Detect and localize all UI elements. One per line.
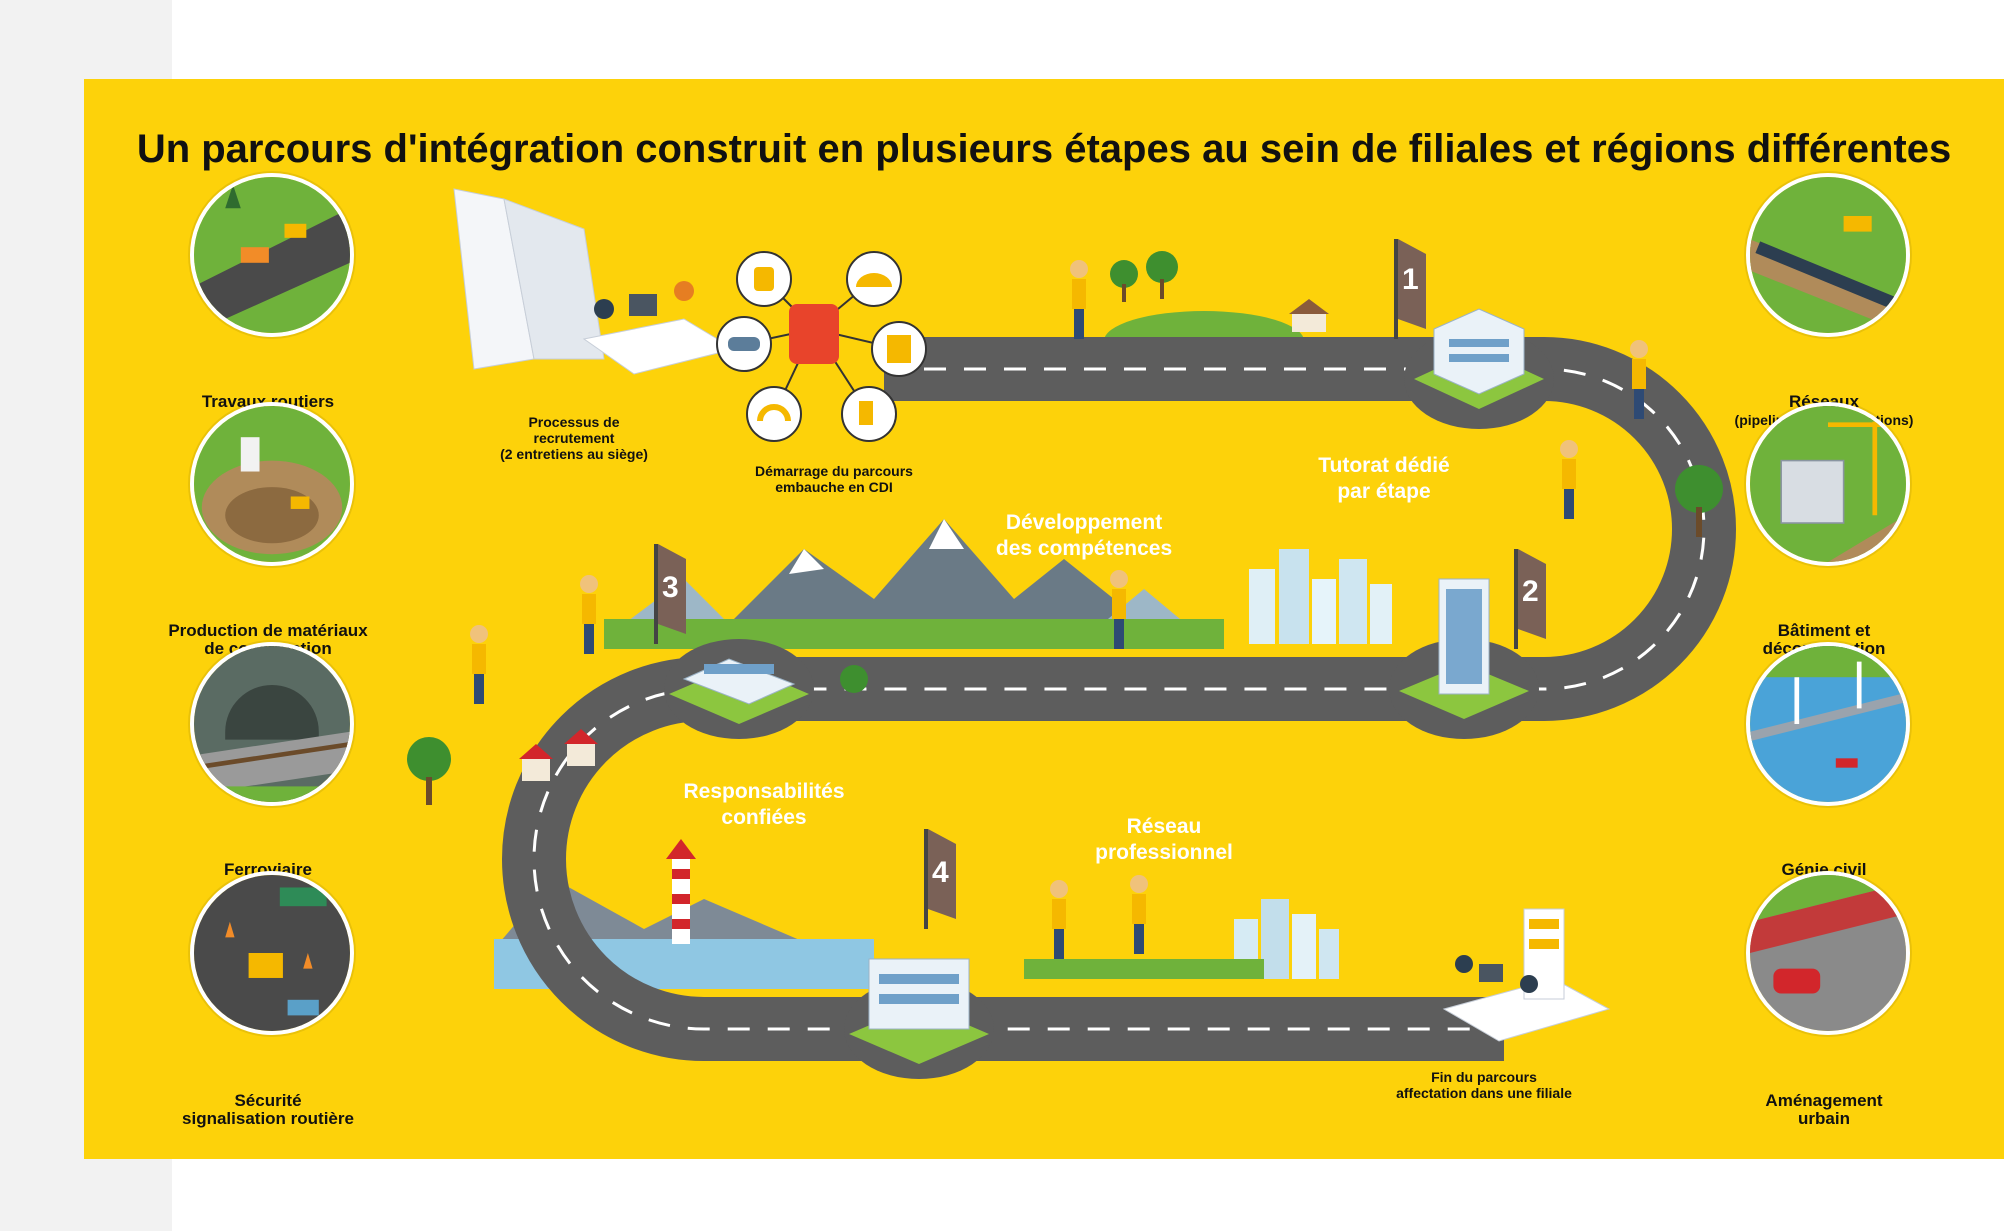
- hq-tower-icon: [453, 188, 605, 370]
- urban-label: Aménagement urbain: [1765, 1091, 1883, 1128]
- end-step-label: Fin du parcours affectation dans une fil…: [1396, 1069, 1572, 1101]
- quarry-circle: [190, 402, 354, 566]
- flag-1-icon: 1: [1394, 239, 1426, 339]
- responsabilites-theme-label: Responsabilités confiées: [683, 780, 845, 829]
- flag-3-icon: 3: [654, 544, 686, 644]
- ear-protection-icon: [746, 386, 802, 442]
- urban-circle: [1746, 871, 1910, 1035]
- bridge-circle: [1746, 642, 1910, 806]
- stop-2-building: [1389, 578, 1539, 739]
- road-works-icon: [194, 177, 350, 333]
- journey-road-map: 1 2 3 4: [407, 188, 1736, 1079]
- stop-3-building: [664, 639, 814, 739]
- trees-decoration: [407, 465, 1723, 805]
- road-signage-icon: [194, 875, 350, 1031]
- houses-decoration: [519, 729, 598, 781]
- pipeline-icon: [1750, 177, 1906, 333]
- page-title: Un parcours d'intégration construit en p…: [136, 127, 1952, 171]
- flag-4-icon: 4: [924, 829, 956, 929]
- infographic-panel: Un parcours d'intégration construit en p…: [84, 79, 2004, 1159]
- quarry-icon: [194, 406, 350, 562]
- road-works-circle: [190, 173, 354, 337]
- start-step-label: Démarrage du parcours embauche en CDI: [755, 463, 913, 495]
- reseau-theme-label: Réseau professionnel: [1095, 815, 1233, 864]
- pipeline-circle: [1746, 173, 1910, 337]
- urban-street-icon: [1750, 875, 1906, 1031]
- flag-2-icon: 2: [1514, 549, 1546, 649]
- road-works-label: Travaux routiers: [201, 392, 335, 411]
- recruitment-desk-icon: [582, 281, 736, 375]
- building-circle: [1746, 402, 1910, 566]
- road-signage-label: Sécurité signalisation routière: [182, 1091, 354, 1128]
- railway-tunnel-icon: [194, 646, 350, 802]
- recruitment-step-label: Processus de recrutement (2 entretiens a…: [500, 414, 648, 462]
- city-skyline-bottom: [1024, 899, 1339, 979]
- walking-people: [470, 260, 1648, 959]
- stop-4-building: [844, 958, 994, 1079]
- safety-kit: [716, 251, 927, 442]
- railway-circle: [190, 642, 354, 806]
- flag-2-number: 2: [1522, 575, 1539, 608]
- developpement-theme-label: Développement des compétences: [995, 511, 1173, 560]
- end-office-icon: [1442, 908, 1611, 1042]
- building-crane-icon: [1750, 406, 1906, 562]
- stop-1-building: [1404, 308, 1554, 429]
- road-signage-circle: [190, 871, 354, 1035]
- flag-4-number: 4: [932, 856, 949, 889]
- bridge-icon: [1750, 646, 1906, 802]
- flag-3-number: 3: [662, 571, 679, 604]
- flag-1-number: 1: [1402, 263, 1419, 296]
- tutorat-theme-label: Tutorat dédié par étape: [1318, 454, 1450, 503]
- city-skyline-middle: [1249, 549, 1392, 644]
